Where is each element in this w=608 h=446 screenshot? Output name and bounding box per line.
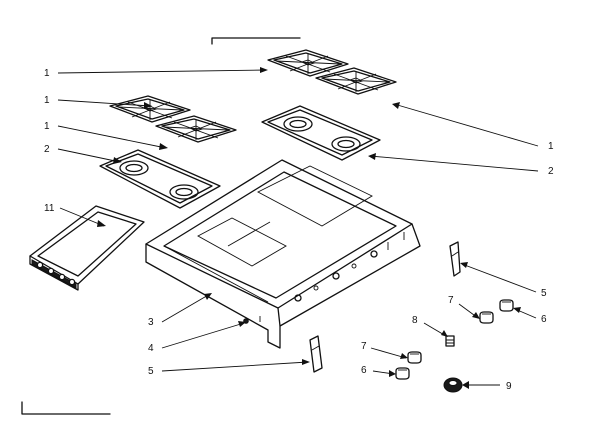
callout-1: 1 (44, 121, 50, 132)
bracket-right (449, 241, 461, 277)
main-top-frame (145, 159, 421, 349)
callout-2: 2 (44, 144, 50, 155)
grommet (443, 377, 463, 393)
callout-6: 6 (541, 314, 547, 325)
callout-11: 11 (44, 203, 55, 214)
knob-right-upper (479, 311, 494, 324)
burner-top-right (261, 105, 381, 161)
callout-3: 3 (148, 317, 154, 328)
bracket-bottom (309, 335, 323, 373)
callout-4: 4 (148, 343, 154, 354)
callout-8: 8 (412, 315, 418, 326)
callout-5: 5 (541, 288, 547, 299)
callout-7: 7 (448, 295, 454, 306)
callout-labels: 1 1 1 2 1 2 11 3 4 5 5 6 7 8 7 6 9 (44, 68, 554, 392)
grate-pair-top-right (267, 49, 397, 95)
knob-bottom-lower (395, 367, 410, 380)
callout-9: 9 (506, 381, 512, 392)
control-panel (29, 205, 145, 291)
burner-top-left (99, 149, 221, 209)
grate-pair-left (109, 95, 237, 143)
leader-lines (57, 67, 539, 389)
knob-right-lower (499, 299, 514, 312)
knob-bottom-upper (407, 351, 422, 364)
callout-5: 5 (148, 366, 154, 377)
callout-1: 1 (44, 95, 50, 106)
callout-1: 1 (548, 141, 554, 152)
frame-marks (21, 37, 301, 415)
spring-clip (445, 335, 455, 347)
callout-7: 7 (361, 341, 367, 352)
callout-1: 1 (44, 68, 50, 79)
callout-6: 6 (361, 365, 367, 376)
callout-2: 2 (548, 166, 554, 177)
